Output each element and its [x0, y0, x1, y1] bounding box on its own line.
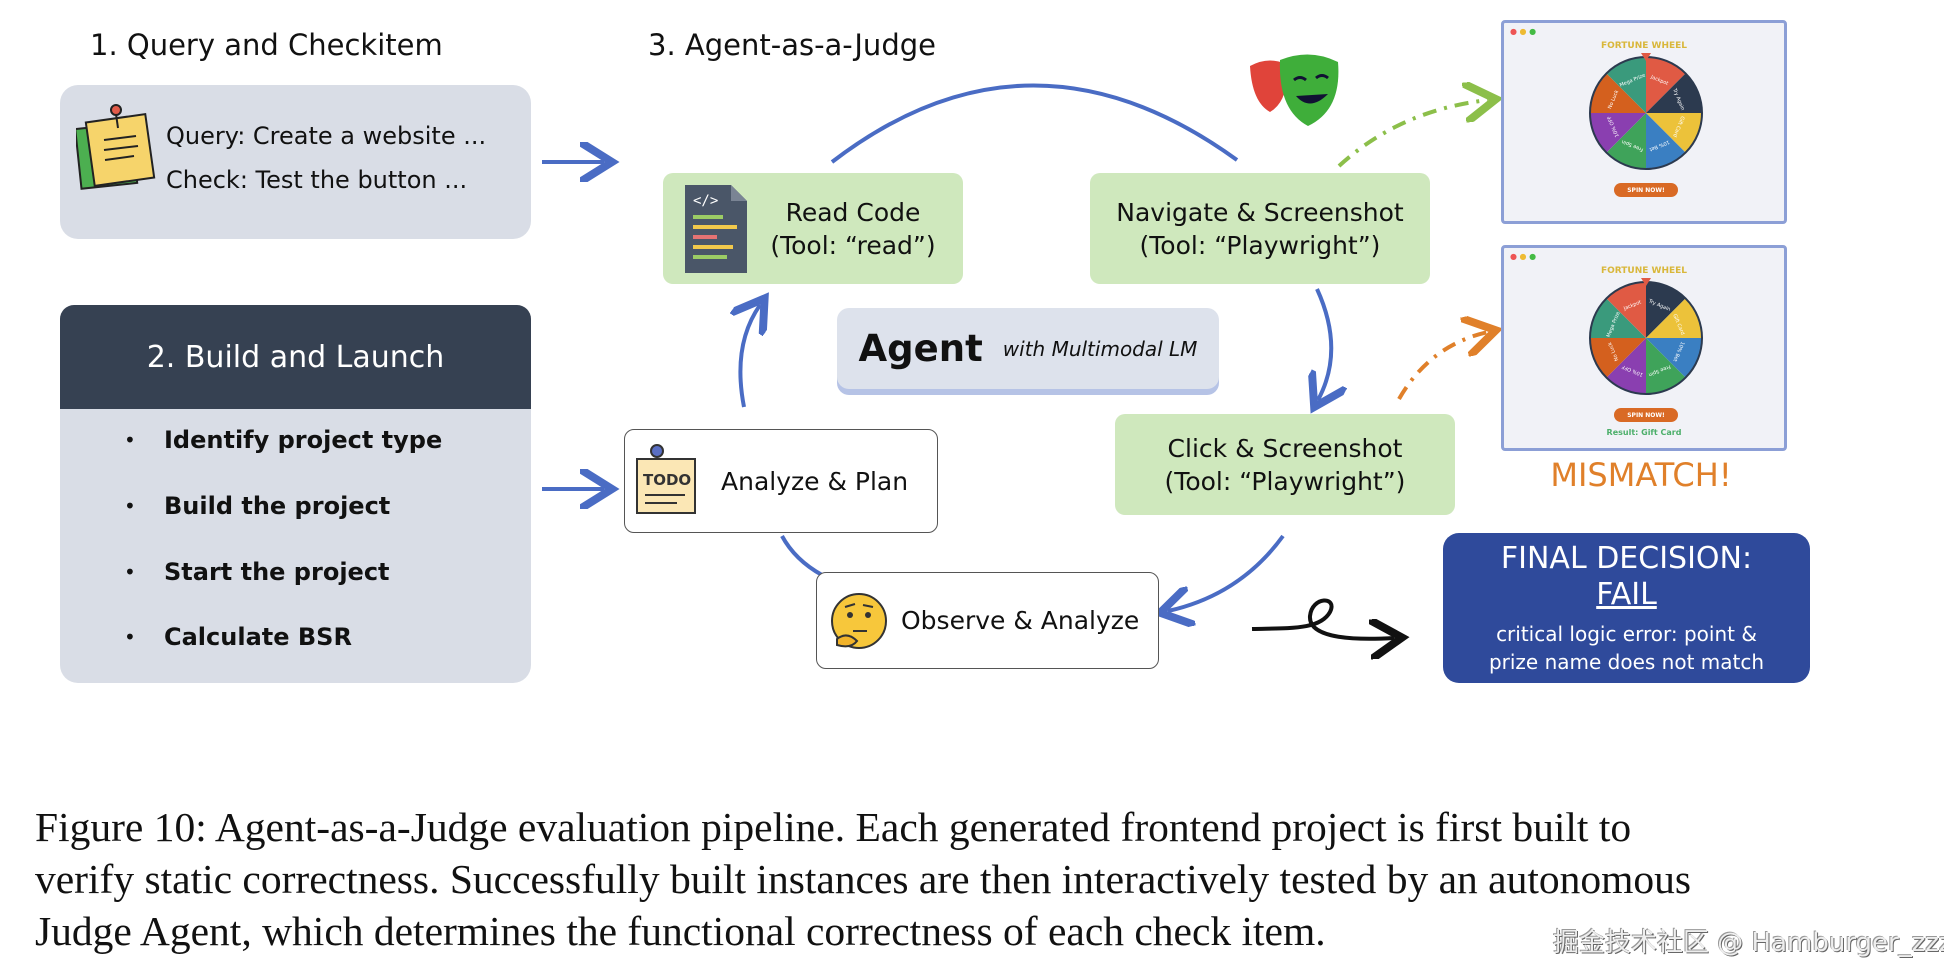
- section-3-title: 3. Agent-as-a-Judge: [648, 28, 936, 62]
- final-decision-title: FINAL DECISION:: [1500, 541, 1753, 576]
- build-step: Start the project: [164, 558, 390, 586]
- agent-label: Agent: [858, 327, 983, 370]
- navigate-screenshot-box: Navigate & Screenshot (Tool: “Playwright…: [1090, 173, 1430, 284]
- navigate-label: Navigate & Screenshot: [1116, 197, 1404, 227]
- dashed-arrow-to-screenshot-2: [1397, 332, 1488, 400]
- wheel-pointer-icon: [1641, 53, 1651, 61]
- wheel-segment: [1646, 113, 1686, 169]
- read-code-box: </> Read Code (Tool: “read”): [663, 173, 963, 284]
- query-text: Query: Create a website ...: [166, 122, 487, 150]
- wheel-segment: [1646, 338, 1686, 394]
- svg-text:</>: </>: [693, 193, 718, 209]
- section-1-title: 1. Query and Checkitem: [90, 28, 443, 62]
- wheel-segment: [1590, 113, 1646, 153]
- watermark: 掘金技术社区 @ Hamburger_zzz: [1553, 928, 1944, 958]
- analyze-plan-box: TODO Analyze & Plan: [624, 429, 938, 533]
- figure-caption-line: verify static correctness. Successfully …: [35, 856, 1692, 902]
- read-code-tool: (Tool: “read”): [770, 230, 936, 260]
- agent-sub-label: with Multimodal LM: [1002, 336, 1198, 361]
- arc-click-to-observe: [1168, 534, 1285, 611]
- build-launch-body: [60, 409, 531, 683]
- wheel-segment: [1606, 113, 1646, 169]
- arc-observe-to-plan: [780, 535, 823, 577]
- wheel-segment: [1646, 298, 1702, 338]
- window-controls-icon: ● ● ●: [1510, 27, 1537, 36]
- bullet: •: [124, 428, 136, 452]
- wheel-segment: [1606, 57, 1646, 113]
- check-text: Check: Test the button ...: [166, 166, 468, 194]
- code-file-icon: </>: [685, 185, 747, 273]
- wheel-title: FORTUNE WHEEL: [1600, 41, 1688, 51]
- wheel-segment: [1646, 282, 1686, 338]
- wheel-segment: [1646, 113, 1702, 153]
- todo-icon-text: TODO: [643, 471, 691, 489]
- arc-plan-to-read: [740, 305, 760, 408]
- wheel-segment: [1606, 282, 1646, 338]
- final-reason-line: critical logic error: point &: [1496, 622, 1757, 646]
- wheel-pointer-icon: [1641, 278, 1651, 286]
- wheel-segment: [1646, 57, 1686, 113]
- agent-box: Agent with Multimodal LM: [837, 308, 1219, 389]
- build-launch-header: 2. Build and Launch: [60, 305, 531, 409]
- theater-masks-icon: [1250, 54, 1339, 126]
- click-tool: (Tool: “Playwright”): [1164, 466, 1406, 496]
- wheel-segment: [1590, 73, 1646, 113]
- analyze-plan-label: Analyze & Plan: [721, 466, 909, 496]
- spin-now-button: SPIN NOW!: [1614, 183, 1678, 197]
- build-step: Calculate BSR: [164, 623, 352, 651]
- wheel-segment: [1606, 338, 1646, 394]
- wheel-segment: [1646, 338, 1702, 378]
- bullet: •: [124, 494, 136, 518]
- build-step: Build the project: [164, 492, 391, 520]
- spin-now-button: SPIN NOW!: [1614, 408, 1678, 422]
- sticky-note-icon: [76, 104, 156, 190]
- click-screenshot-box: Click & Screenshot (Tool: “Playwright”): [1115, 414, 1455, 515]
- squiggle-arrow-to-decision: [1251, 598, 1394, 638]
- spin-result: Result: Gift Card: [1606, 428, 1682, 437]
- figure-caption-line: Figure 10: Agent-as-a-Judge evaluation p…: [35, 804, 1632, 850]
- final-reason: critical logic error: point & prize name…: [1443, 620, 1810, 676]
- thinking-face-icon: [831, 592, 887, 649]
- wheel-segment: [1590, 298, 1646, 338]
- dashed-arrow-to-screenshot-1: [1337, 100, 1488, 168]
- wheel-segment: [1646, 73, 1702, 113]
- arc-read-to-navigate: [830, 83, 1239, 164]
- window-controls-icon: ● ● ●: [1510, 252, 1537, 261]
- todo-list-icon: TODO: [636, 444, 696, 514]
- final-reason-line: prize name does not match: [1488, 650, 1765, 674]
- navigate-tool: (Tool: “Playwright”): [1139, 230, 1381, 260]
- observe-analyze-label: Observe & Analyze: [901, 606, 1140, 635]
- build-step: Identify project type: [164, 426, 443, 454]
- final-decision-box: FINAL DECISION: FAIL critical logic erro…: [1443, 533, 1810, 683]
- wheel-title: FORTUNE WHEEL: [1600, 266, 1688, 276]
- click-label: Click & Screenshot: [1167, 433, 1403, 463]
- mismatch-label: MISMATCH!: [1550, 456, 1732, 494]
- bullet: •: [124, 625, 136, 649]
- final-verdict: FAIL: [1596, 577, 1657, 612]
- wheel-segment: [1590, 338, 1646, 378]
- bullet: •: [124, 560, 136, 584]
- figure-caption-line: Judge Agent, which determines the functi…: [35, 908, 1326, 954]
- read-code-label: Read Code: [785, 197, 921, 227]
- arc-navigate-to-click: [1317, 288, 1331, 400]
- observe-analyze-box: Observe & Analyze: [816, 572, 1159, 669]
